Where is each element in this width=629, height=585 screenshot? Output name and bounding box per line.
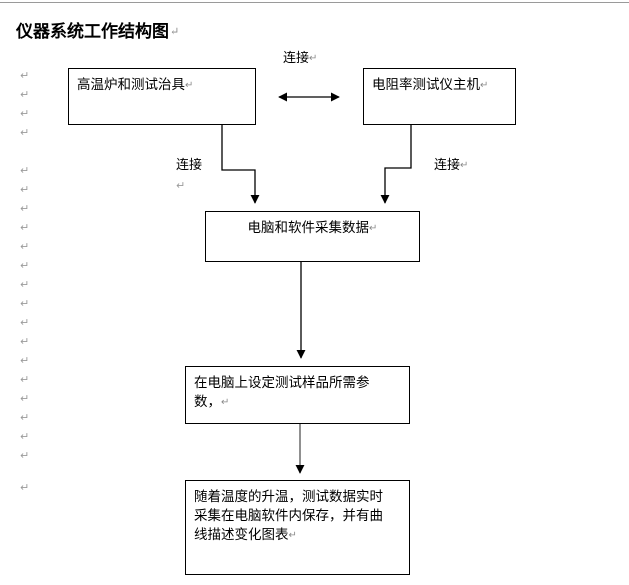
- page-top-rule: [0, 2, 629, 3]
- page-title-text: 仪器系统工作结构图: [16, 22, 169, 41]
- flow-box-furnace[interactable]: 高温炉和测试治具↵: [68, 68, 256, 125]
- paragraph-mark-icon: ↵: [20, 69, 30, 82]
- flow-box-realtime-record-label: 随着温度的升温，测试数据实时 采集在电脑软件内保存，并有曲 线描述变化图表↵: [194, 489, 383, 542]
- connector-label-text: 连接: [434, 157, 461, 172]
- connect-left-label: 连接: [176, 157, 202, 173]
- paragraph-mark-icon: ↵: [20, 202, 30, 215]
- paragraph-mark-icon: ↵: [20, 449, 30, 462]
- flow-box-computer-acquisition[interactable]: 电脑和软件采集数据↵: [205, 211, 420, 262]
- arrow-meter-to-computer: [380, 125, 412, 204]
- paragraph-mark-icon: ↵: [20, 411, 30, 424]
- paragraph-mark-icon: ↵: [20, 240, 30, 253]
- paragraph-mark-icon: ↵: [20, 107, 30, 120]
- flow-box-realtime-record[interactable]: 随着温度的升温，测试数据实时 采集在电脑软件内保存，并有曲 线描述变化图表↵: [185, 480, 410, 575]
- connector-label-text: 连接: [283, 50, 310, 65]
- paragraph-mark-icon: ↵: [20, 164, 30, 177]
- flow-box-furnace-label: 高温炉和测试治具↵: [77, 77, 194, 92]
- paragraph-mark-icon: ↵: [20, 126, 30, 139]
- paragraph-mark-icon: ↵: [20, 481, 30, 494]
- paragraph-mark-icon: ↵: [20, 297, 30, 310]
- paragraph-mark-icon: ↵: [221, 397, 230, 408]
- flow-box-set-parameters[interactable]: 在电脑上设定测试样品所需参 数，↵: [185, 366, 410, 424]
- paragraph-mark-icon: ↵: [20, 354, 30, 367]
- flow-box-set-parameters-label: 在电脑上设定测试样品所需参 数，↵: [194, 375, 370, 409]
- paragraph-mark-icon: ↵: [20, 259, 30, 272]
- connect-right-label: 连接↵: [434, 157, 468, 174]
- flow-box-resistivity-meter-label: 电阻率测试仪主机↵: [372, 77, 489, 92]
- paragraph-mark-icon: ↵: [20, 335, 30, 348]
- arrow-furnace-to-computer: [221, 125, 260, 204]
- paragraph-mark-icon: ↵: [369, 223, 378, 234]
- page-title: 仪器系统工作结构图↵: [16, 17, 179, 42]
- paragraph-mark-icon: ↵: [20, 316, 30, 329]
- paragraph-mark-icon: ↵: [480, 80, 489, 91]
- connector-label-text: 连接: [176, 157, 203, 172]
- paragraph-mark-icon: ↵: [170, 26, 180, 38]
- flow-box-computer-acquisition-label: 电脑和软件采集数据↵: [247, 220, 378, 235]
- paragraph-mark-icon: ↵: [288, 530, 297, 541]
- paragraph-mark-icon: ↵: [20, 88, 30, 101]
- paragraph-mark-icon: ↵: [20, 430, 30, 443]
- paragraph-mark-icon: ↵: [20, 373, 30, 386]
- connect-top-label: 连接↵: [283, 50, 317, 67]
- paragraph-mark-icon: ↵: [20, 221, 30, 234]
- mark-below-connect-left: ↵: [176, 179, 186, 192]
- paragraph-mark-icon: ↵: [185, 80, 194, 91]
- paragraph-mark-icon: ↵: [309, 53, 318, 64]
- paragraph-mark-icon: ↵: [20, 183, 30, 196]
- flow-box-resistivity-meter[interactable]: 电阻率测试仪主机↵: [363, 68, 516, 125]
- paragraph-mark-icon: ↵: [20, 278, 30, 291]
- paragraph-mark-icon: ↵: [20, 392, 30, 405]
- paragraph-mark-icon: ↵: [460, 160, 469, 171]
